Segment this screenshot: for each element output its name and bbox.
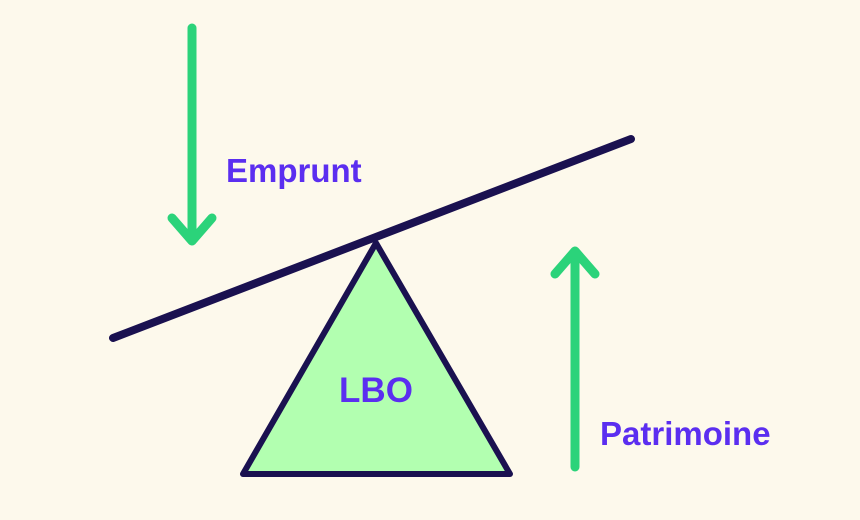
arrow-down-icon (167, 23, 217, 246)
label-emprunt: Emprunt (226, 152, 362, 189)
label-patrimoine: Patrimoine (600, 415, 771, 452)
label-lbo: LBO (339, 371, 413, 410)
arrow-up-icon (550, 246, 600, 472)
fulcrum-triangle (240, 240, 513, 477)
lever-beam (109, 135, 635, 342)
